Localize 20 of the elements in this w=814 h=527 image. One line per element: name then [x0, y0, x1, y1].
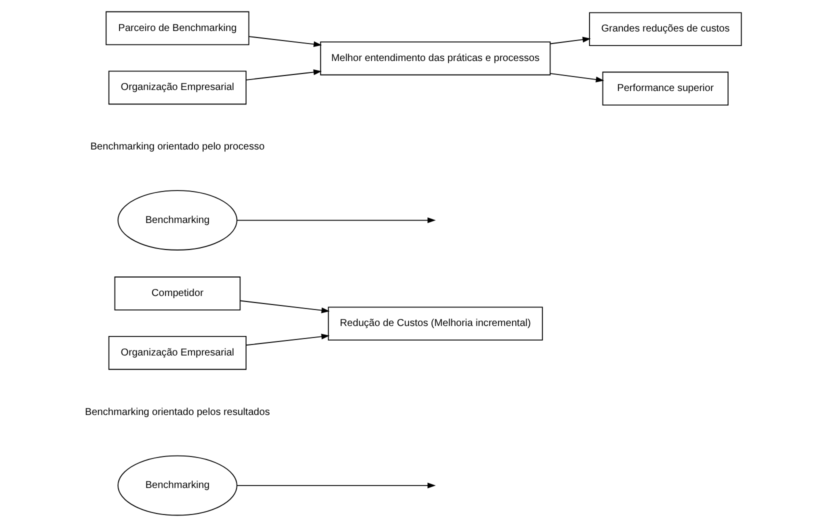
arrow — [549, 36, 590, 44]
arrow — [239, 300, 330, 314]
arrow — [245, 334, 330, 346]
node-box: Redução de Custos (Melhoria incremental) — [327, 306, 542, 341]
node-box: Performance superior — [602, 72, 728, 106]
arrow — [236, 482, 436, 488]
arrow — [549, 73, 604, 82]
arrow — [245, 69, 322, 80]
arrow — [248, 36, 322, 48]
node-box: Parceiro de Benchmarking — [105, 11, 249, 46]
label: Benchmarking orientado pelos resultados — [84, 406, 270, 418]
node-box: Organização Empresarial — [108, 70, 246, 105]
node-box: Melhor entendimento das práticas e processos — [320, 41, 550, 76]
node-box: Grandes reduções de custos — [588, 12, 742, 46]
node-box: Competidor — [114, 276, 240, 310]
node-ellipse: Benchmarking — [117, 455, 237, 516]
label: Benchmarking orientado pelo processo — [90, 142, 264, 153]
node-ellipse: Benchmarking — [117, 190, 237, 250]
arrow — [236, 217, 436, 224]
node-box: Organização Empresarial — [108, 336, 246, 370]
